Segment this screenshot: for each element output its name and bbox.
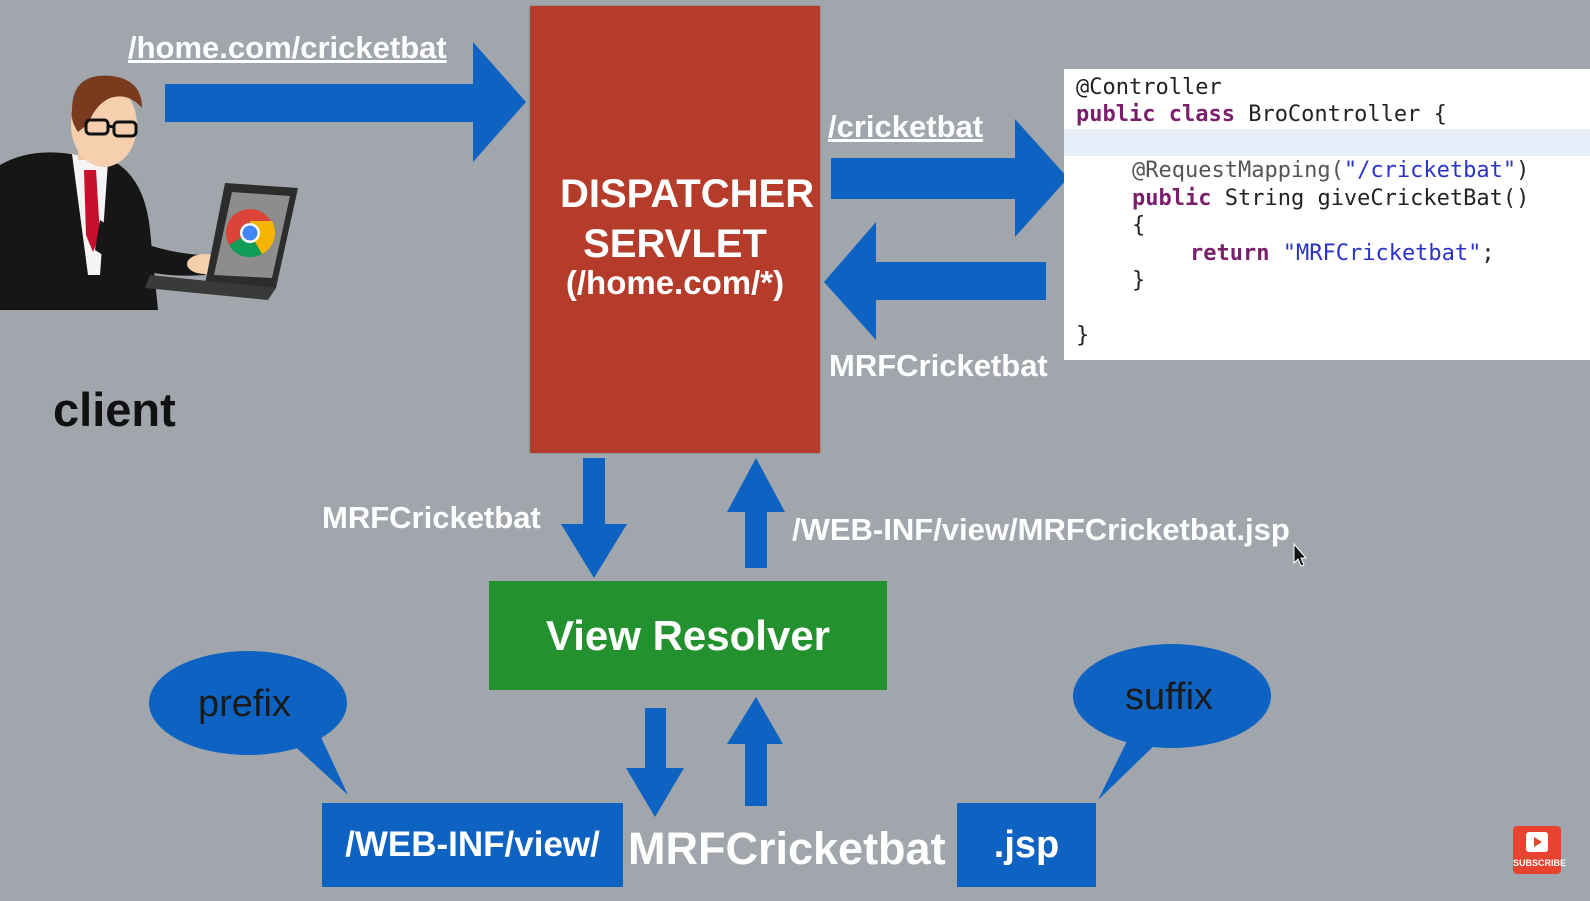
viewresolver-input-label: MRFCricketbat — [322, 500, 541, 535]
arrow-client-to-dispatcher — [165, 42, 526, 162]
code-annotation: @Controller — [1076, 75, 1222, 100]
code-open-brace: { — [1132, 213, 1146, 238]
arrow-bottom-to-viewresolver — [727, 697, 783, 806]
prefix-value-box: /WEB-INF/view/ — [322, 803, 623, 887]
controller-code-panel: @Controller public class BroController {… — [1064, 69, 1590, 360]
code-method-name: String giveCricketBat() — [1211, 186, 1530, 211]
code-mapping-annotation: @RequestMapping( — [1132, 158, 1344, 183]
code-semicolon: ; — [1481, 241, 1495, 266]
client-url-label: /home.com/cricketbat — [128, 30, 447, 65]
controller-request-path-label: /cricketbat — [828, 109, 984, 144]
chrome-logo-icon — [226, 209, 276, 258]
suffix-bubble-label: suffix — [1125, 676, 1214, 718]
suffix-bubble-shape — [1073, 644, 1271, 800]
code-method-signature: public String giveCricketBat() — [1132, 186, 1529, 211]
dispatcher-servlet-title: DISPATCHER SERVLET — [560, 172, 815, 266]
arrow-controller-to-dispatcher — [824, 222, 1046, 340]
view-resolver-box: View Resolver — [489, 581, 887, 690]
code-class-keyword: public class — [1076, 102, 1235, 127]
arrow-dispatcher-to-controller — [831, 119, 1068, 237]
dispatcher-servlet-pattern: (/home.com/*) — [565, 264, 785, 301]
prefix-bubble-shape — [149, 651, 348, 795]
code-mapping-value: "/cricketbat" — [1343, 158, 1517, 183]
code-class-close-brace: } — [1076, 323, 1090, 348]
code-method-keyword: public — [1132, 186, 1212, 211]
arrow-dispatcher-to-viewresolver — [561, 458, 627, 578]
arrow-viewresolver-to-dispatcher — [727, 458, 785, 568]
controller-response-label: MRFCricketbat — [829, 348, 1048, 383]
prefix-bubble-label: prefix — [198, 683, 291, 725]
subscribe-label: SUBSCRIBE — [1513, 858, 1567, 868]
code-mapping-close: ) — [1516, 158, 1530, 183]
dispatcher-servlet-box: DISPATCHER SERVLET (/home.com/*) — [530, 6, 820, 453]
code-close-brace: } — [1132, 268, 1146, 293]
play-icon — [1526, 832, 1548, 852]
code-request-mapping: @RequestMapping("/cricketbat") — [1132, 158, 1529, 183]
client-person-icon — [0, 75, 298, 310]
arrow-viewresolver-to-bottom — [626, 708, 684, 817]
suffix-value-box: .jsp — [957, 803, 1096, 887]
code-return-keyword: return — [1190, 241, 1270, 266]
code-return-statement: return "MRFCricketbat"; — [1190, 241, 1495, 266]
subscribe-watermark-icon[interactable]: SUBSCRIBE — [1513, 826, 1567, 874]
code-class-name: BroController { — [1234, 102, 1447, 127]
code-return-value: "MRFCricketbat" — [1282, 241, 1482, 266]
bottom-view-name: MRFCricketbat — [628, 823, 946, 874]
viewresolver-output-label: /WEB-INF/view/MRFCricketbat.jsp — [792, 512, 1290, 547]
mouse-cursor-icon — [1293, 542, 1308, 567]
client-label: client — [53, 383, 176, 436]
code-class-declaration: public class BroController { — [1076, 102, 1447, 127]
code-highlight-line — [1064, 129, 1590, 156]
